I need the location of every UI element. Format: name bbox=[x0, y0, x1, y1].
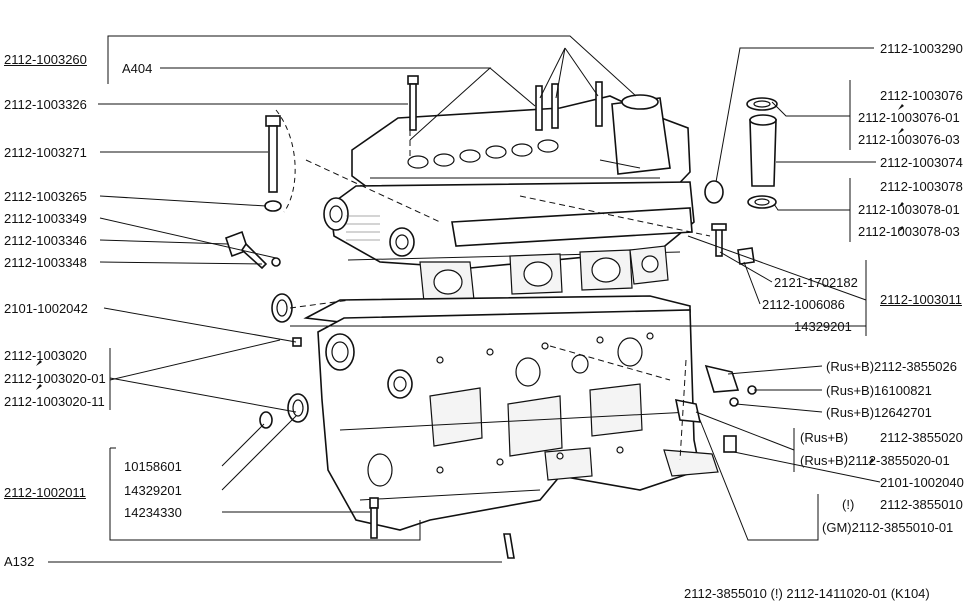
label-2112-1003020-01[interactable]: 2112-1003020-01 bbox=[4, 371, 106, 386]
leader-lines bbox=[48, 35, 881, 563]
label-2112-1003290[interactable]: 2112-1003290 bbox=[880, 41, 963, 56]
tolerance-marks bbox=[36, 104, 904, 464]
label-2112-1003011[interactable]: 2112-1003011 bbox=[880, 292, 962, 307]
label-14329201-lower[interactable]: 14329201 bbox=[124, 483, 182, 498]
label-2112-1003078-03[interactable]: 2112-1003078-03 bbox=[858, 224, 960, 239]
label-2101-1002042[interactable]: 2101-1002042 bbox=[4, 301, 88, 316]
label-2112-3855020[interactable]: 2112-3855020 bbox=[880, 430, 963, 445]
label-2112-1003076-01[interactable]: 2112-1003076-01 bbox=[858, 110, 960, 125]
label-rusb-2112-3855020-01[interactable]: (Rus+B)2112-3855020-01 bbox=[800, 453, 950, 468]
label-2112-1003078[interactable]: 2112-1003078 bbox=[880, 179, 963, 194]
label-2112-1003349[interactable]: 2112-1003349 bbox=[4, 211, 87, 226]
label-2112-1003076-03[interactable]: 2112-1003076-03 bbox=[858, 132, 960, 147]
label-rusb-12642701[interactable]: (Rus+B)12642701 bbox=[826, 405, 932, 420]
label-2112-1003020-11[interactable]: 2112-1003020-11 bbox=[4, 394, 105, 409]
label-exclamation[interactable]: (!) bbox=[842, 497, 855, 512]
label-2112-1003265[interactable]: 2112-1003265 bbox=[4, 189, 87, 204]
loose-parts bbox=[224, 75, 778, 559]
label-2112-1003020[interactable]: 2112-1003020 bbox=[4, 348, 87, 363]
label-2121-1702182[interactable]: 2121-1702182 bbox=[774, 275, 858, 290]
label-rusb-16100821[interactable]: (Rus+B)16100821 bbox=[826, 383, 932, 398]
label-2112-1003074[interactable]: 2112-1003074 bbox=[880, 155, 963, 170]
label-2112-1003078-01[interactable]: 2112-1003078-01 bbox=[858, 202, 960, 217]
label-a132[interactable]: A132 bbox=[4, 554, 35, 569]
label-14234330[interactable]: 14234330 bbox=[124, 505, 182, 520]
label-rusb-prefix[interactable]: (Rus+B) bbox=[800, 430, 849, 445]
label-2112-3855010[interactable]: 2112-3855010 bbox=[880, 497, 963, 512]
label-2112-1002011[interactable]: 2112-1002011 bbox=[4, 485, 86, 500]
cylinder-block bbox=[317, 309, 719, 531]
label-a404[interactable]: A404 bbox=[122, 61, 153, 76]
label-2112-1003348[interactable]: 2112-1003348 bbox=[4, 255, 87, 270]
label-2112-1003346[interactable]: 2112-1003346 bbox=[4, 233, 87, 248]
label-gm-2112-3855010-01[interactable]: (GM)2112-3855010-01 bbox=[822, 520, 954, 535]
label-2112-1003271[interactable]: 2112-1003271 bbox=[4, 145, 87, 160]
label-rusb-2112-3855026[interactable]: (Rus+B)2112-3855026 bbox=[826, 359, 957, 374]
label-2112-1003076[interactable]: 2112-1003076 bbox=[880, 88, 963, 103]
label-2112-1003326[interactable]: 2112-1003326 bbox=[4, 97, 87, 112]
label-2101-1002040[interactable]: 2101-1002040 bbox=[880, 475, 964, 490]
label-2112-1003260[interactable]: 2112-1003260 bbox=[4, 52, 87, 67]
label-10158601[interactable]: 10158601 bbox=[124, 459, 182, 474]
label-bottom-note: 2112-3855010 (!) 2112-1411020-01 (K104) bbox=[684, 586, 930, 601]
label-2112-1006086[interactable]: 2112-1006086 bbox=[762, 297, 845, 312]
label-14329201-upper[interactable]: 14329201 bbox=[794, 319, 852, 334]
